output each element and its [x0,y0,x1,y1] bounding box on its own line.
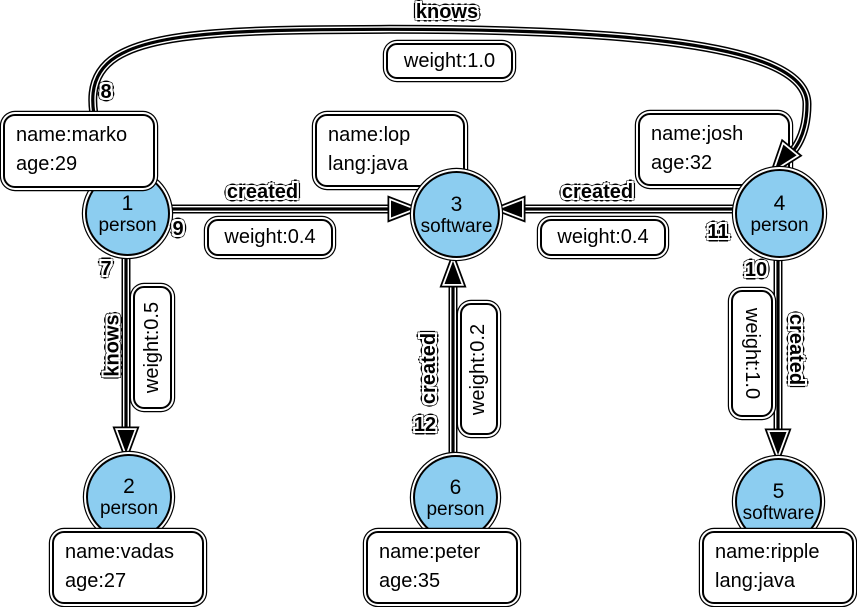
node-id: 4 [773,191,786,215]
weight-box-created-middle: weight:0.2 [460,303,498,435]
weight-box-created-left: weight:0.4 [207,219,333,256]
node-2: 2 person [86,454,172,540]
props-box-peter: name:peter age:35 [366,531,518,604]
node-id: 3 [450,192,463,216]
node-type: person [426,498,485,520]
node-type: person [99,498,159,519]
prop-line: age:32 [651,152,713,174]
prop-line: name:vadas [65,541,174,563]
weight-box-created-right: weight:0.4 [540,219,666,256]
prop-line: name:josh [651,123,744,145]
weight-label: weight:0.4 [557,226,649,248]
prop-line: name:lop [328,124,411,146]
props-box-vadas: name:vadas age:27 [52,531,204,604]
weight-label: weight:1.0 [741,307,764,400]
edge-created-4-5 [764,257,792,466]
edge-knows-arc [88,24,812,178]
prop-line: lang:java [715,570,796,592]
edge-created-6-3 [439,250,467,455]
weight-label: weight:0.5 [141,301,164,394]
node-type: person [750,214,809,236]
props-box-josh: name:josh age:32 [638,113,790,186]
arrowhead-icon [439,250,467,288]
prop-line: age:35 [379,570,441,592]
edge-created-4-3 [490,195,737,223]
props-box-lop: name:lop lang:java [315,114,465,187]
arrowhead-icon [112,426,140,464]
node-6: 6 person [413,455,498,540]
node-type: software [420,215,493,237]
weight-box-knows-vertical: weight:0.5 [133,286,172,409]
node-type: software [742,502,815,524]
prop-line: name:ripple [715,541,820,563]
prop-line: age:27 [65,570,127,592]
weight-label: weight:1.0 [403,49,496,72]
props-box-marko: name:marko age:29 [3,114,155,188]
node-type: person [98,214,157,236]
prop-line: name:marko [16,124,128,146]
arrowhead-icon [768,138,803,178]
node-id: 1 [121,191,134,215]
weight-label: weight:0.4 [224,226,316,248]
node-id: 6 [449,475,462,499]
prop-line: age:29 [16,153,78,175]
props-box-ripple: name:ripple lang:java [702,531,854,604]
weight-box-created-down: weight:1.0 [731,290,773,417]
arrowhead-icon [387,195,423,223]
edge-knows-1-2 [112,256,140,464]
prop-line: lang:java [328,153,409,175]
weight-box-knows-top: weight:1.0 [386,43,513,79]
node-id: 2 [123,475,135,498]
arrowhead-icon [490,195,526,223]
edge-created-1-3 [168,195,423,223]
node-3: 3 software [413,171,500,258]
prop-line: name:peter [379,541,481,563]
arrowhead-icon [764,428,792,466]
weight-label: weight:0.2 [467,323,490,415]
node-4: 4 person [735,169,824,258]
node-id: 5 [772,479,785,503]
